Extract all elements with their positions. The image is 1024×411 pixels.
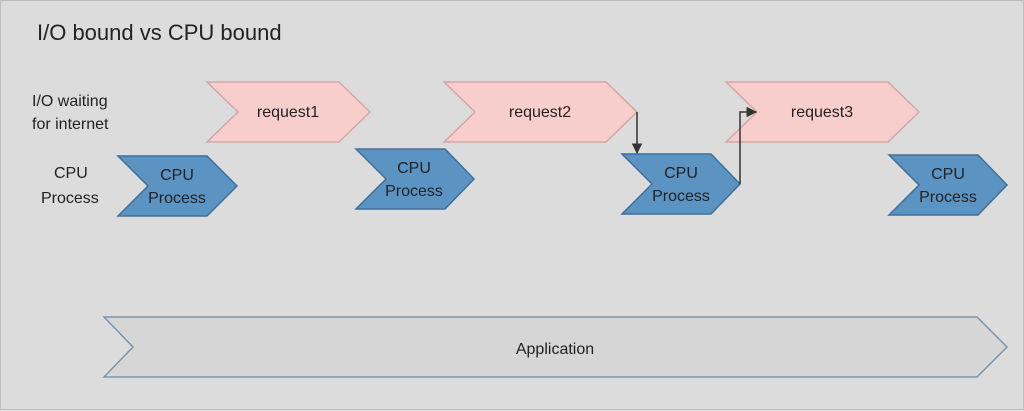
cpu-process-3-shape: CPU Process [620, 153, 742, 215]
cpu-row-label-line2: Process [41, 190, 99, 207]
cpu-to-request3-connector [739, 106, 758, 184]
cpu-process-2-label-line2: Process [385, 183, 443, 200]
cpu-process-4-label-line2: Process [919, 189, 977, 206]
request-3-label: request3 [791, 104, 853, 121]
cpu-process-3-label-line2: Process [652, 188, 710, 205]
cpu-process-1-label-line2: Process [148, 190, 206, 207]
application-shape: Application [102, 316, 1009, 378]
request-2-shape: request2 [442, 81, 639, 143]
diagram-title: I/O bound vs CPU bound [37, 20, 282, 45]
cpu-process-2-label-line1: CPU [397, 160, 431, 177]
cpu-process-2-shape: CPU Process [354, 148, 476, 210]
cpu-process-4-label-line1: CPU [931, 166, 965, 183]
cpu-process-1-label-line1: CPU [160, 167, 194, 184]
cpu-row-label-line1: CPU [54, 165, 88, 182]
cpu-process-4-shape: CPU Process [887, 154, 1009, 216]
request-1-shape: request1 [205, 81, 372, 143]
request-2-label: request2 [509, 104, 571, 121]
io-row-label-line2: for internet [32, 116, 109, 133]
cpu-process-3-label-line1: CPU [664, 165, 698, 182]
application-label: Application [516, 341, 594, 358]
cpu-process-1-shape: CPU Process [116, 155, 239, 217]
io-row-label-line1: I/O waiting [32, 93, 108, 110]
request-3-shape: request3 [724, 81, 921, 143]
request-1-label: request1 [257, 104, 319, 121]
